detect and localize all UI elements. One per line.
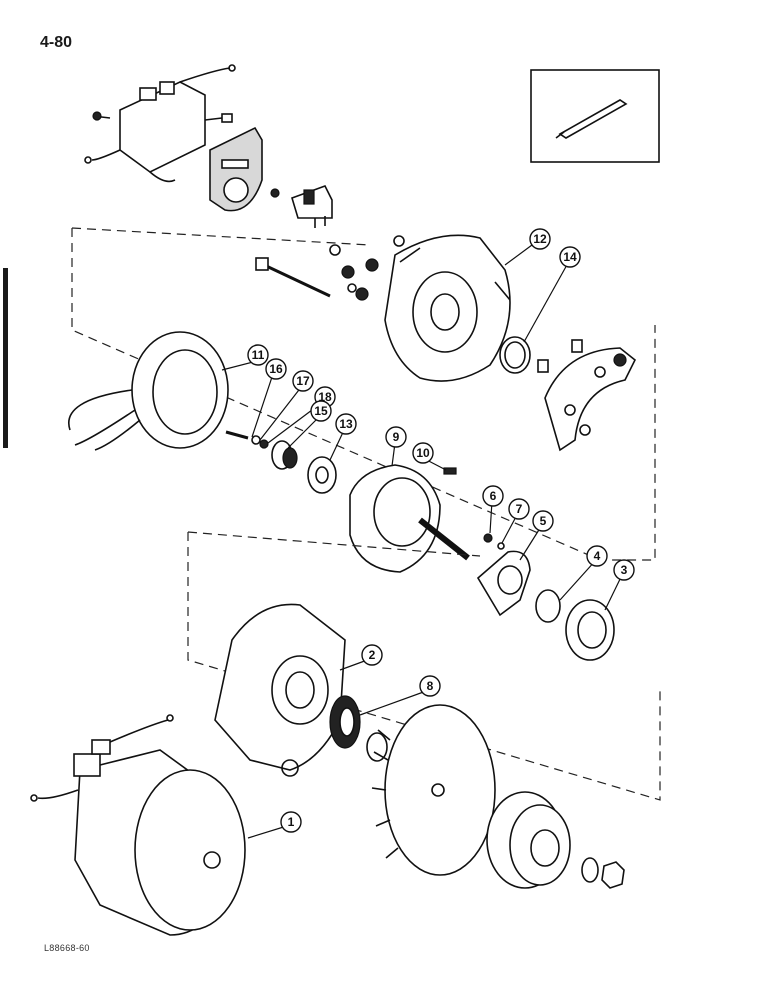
- svg-text:5: 5: [540, 514, 547, 528]
- rectifier-bridge: [537, 339, 637, 452]
- callout-11: 11: [247, 344, 269, 366]
- callout-12: 12: [529, 228, 551, 250]
- svg-text:16: 16: [269, 362, 283, 376]
- dashed-group-lower: [187, 532, 661, 801]
- callout-16: 16: [265, 358, 287, 380]
- alternator-assembly: [30, 714, 246, 936]
- svg-text:17: 17: [296, 374, 310, 388]
- svg-text:1: 1: [288, 815, 295, 829]
- callout-3: 3: [613, 559, 635, 581]
- svg-text:4: 4: [594, 549, 601, 563]
- svg-text:9: 9: [393, 430, 400, 444]
- svg-text:14: 14: [563, 250, 577, 264]
- lockwasher: [497, 542, 505, 550]
- svg-text:12: 12: [533, 232, 547, 246]
- svg-text:15: 15: [314, 404, 328, 418]
- o-ring: [499, 336, 531, 374]
- svg-text:11: 11: [252, 348, 265, 362]
- fan: [371, 704, 496, 876]
- drive-end-housing: [214, 603, 346, 777]
- svg-text:7: 7: [516, 502, 523, 516]
- callout-13: 13: [335, 413, 357, 435]
- svg-text:2: 2: [369, 648, 376, 662]
- callout-14: 14: [559, 246, 581, 268]
- pulley-nut: [601, 861, 625, 889]
- callout-8: 8: [419, 675, 441, 697]
- rotor-small-parts: [225, 430, 298, 470]
- svg-text:8: 8: [427, 679, 434, 693]
- callout-6: 6: [482, 485, 504, 507]
- svg-text:10: 10: [416, 446, 430, 460]
- front-bearing: [565, 599, 615, 661]
- callout-15: 15: [310, 400, 332, 422]
- callout-17: 17: [292, 370, 314, 392]
- svg-text:6: 6: [490, 489, 497, 503]
- spacer: [535, 589, 561, 623]
- inset-box: [530, 69, 660, 163]
- callout-1: 1: [280, 811, 302, 833]
- callout-9: 9: [385, 426, 407, 448]
- page-number: 4-80: [40, 34, 73, 51]
- svg-text:3: 3: [621, 563, 628, 577]
- pulley-washer: [581, 857, 599, 883]
- brush-holder: [270, 185, 333, 228]
- retainer-plate: [476, 550, 531, 617]
- rear-housing: [384, 234, 511, 382]
- callout-10: 10: [412, 442, 434, 464]
- figure-code: L88668-60: [44, 943, 90, 953]
- callout-4: 4: [586, 545, 608, 567]
- callout-2: 2: [361, 644, 383, 666]
- key: [443, 467, 457, 475]
- rear-bearing: [307, 456, 337, 494]
- screw: [483, 533, 493, 543]
- callout-7: 7: [508, 498, 530, 520]
- svg-text:13: 13: [339, 417, 353, 431]
- sleeve: [366, 732, 388, 762]
- through-bolt: [255, 235, 405, 301]
- stator: [68, 331, 229, 451]
- gasket: [209, 126, 263, 212]
- callout-5: 5: [532, 510, 554, 532]
- voltage-regulator: [84, 64, 236, 183]
- rotor: [349, 464, 470, 573]
- pulley: [486, 791, 571, 889]
- margin-bar: [3, 268, 8, 448]
